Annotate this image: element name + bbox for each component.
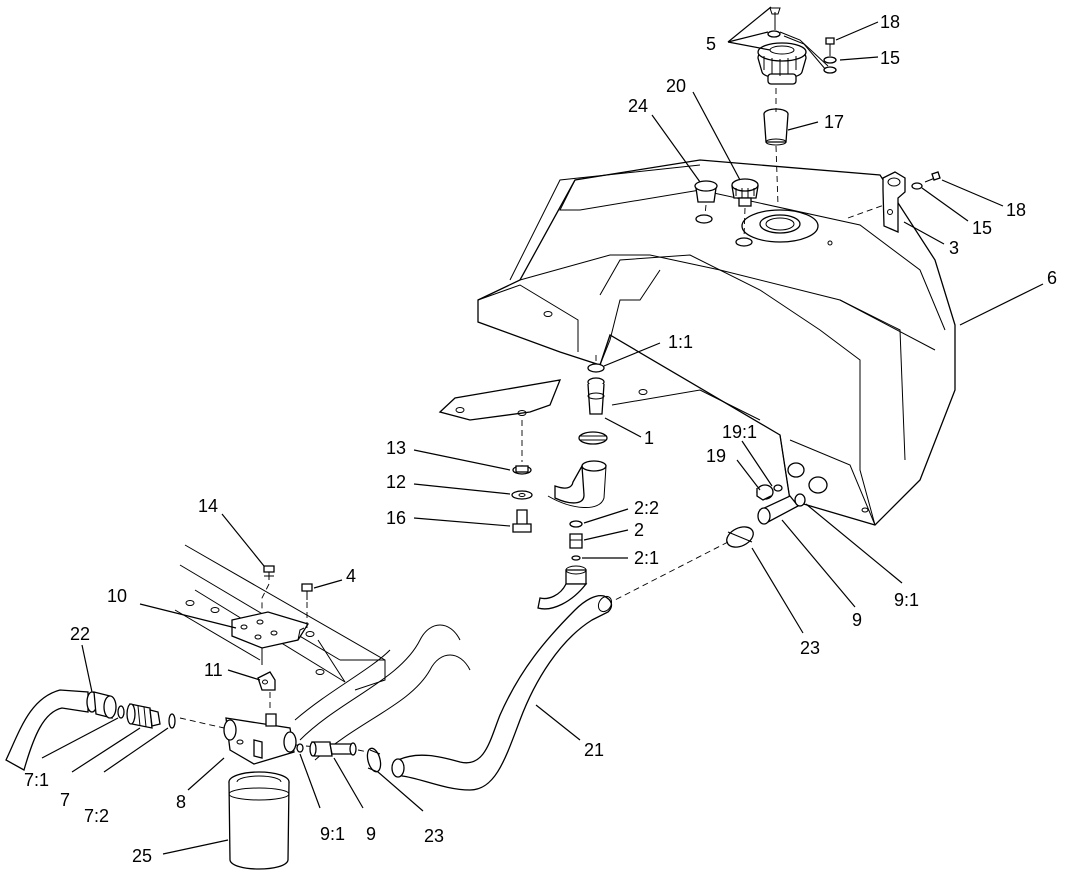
- callout-2: 2: [634, 520, 644, 540]
- callout-3: 3: [949, 238, 959, 258]
- callout-12: 12: [386, 472, 406, 492]
- callout-19: 19: [706, 446, 726, 466]
- callout-11: 11: [204, 660, 223, 680]
- callout-16: 16: [386, 508, 406, 528]
- callout-9-1-right: 9:1: [894, 590, 919, 610]
- vent-cap: [731, 178, 759, 207]
- callout-14: 14: [198, 496, 218, 516]
- fuel-cap: [757, 42, 807, 85]
- tank-mounting-plate: [438, 379, 761, 421]
- hose-clamp-upper: [578, 431, 608, 445]
- hose-barb-fitting-9-lower: [309, 741, 357, 757]
- tank-plug-19: [756, 484, 783, 501]
- callout-22: 22: [70, 624, 90, 644]
- hose-barb-fitting-9: [757, 493, 806, 525]
- callout-25: 25: [132, 846, 152, 866]
- callout-5: 5: [706, 34, 716, 54]
- callout-15-right: 15: [972, 218, 992, 238]
- tank-mount-hardware: [511, 420, 533, 533]
- hose-22: [5, 689, 117, 771]
- fuel-filter: [228, 771, 290, 870]
- callout-8: 8: [176, 792, 186, 812]
- callout-9-1-lower: 9:1: [320, 824, 345, 844]
- callout-23-lower: 23: [424, 826, 444, 846]
- callout-6: 6: [1047, 268, 1057, 288]
- strainer-tube: [763, 108, 789, 146]
- fuel-hose: [391, 594, 613, 791]
- callout-9-right: 9: [852, 610, 862, 630]
- callout-24: 24: [628, 96, 648, 116]
- filter-bracket-11: [257, 671, 276, 712]
- cap-tether: [767, 7, 829, 71]
- callout-2-2: 2:2: [634, 498, 659, 518]
- callout-17: 17: [824, 112, 844, 132]
- callout-21: 21: [584, 740, 604, 760]
- leader-lines: [41, 6, 1044, 855]
- fuel-elbow-hose: [547, 460, 607, 509]
- cap-tether-screw: [823, 37, 837, 74]
- callout-1-1: 1:1: [668, 332, 693, 352]
- callout-labels: 5 18 15 24 20 17 18 15 3 6 1:1 1 13 12 1…: [24, 12, 1057, 866]
- bolt-4: [301, 583, 313, 630]
- callout-20: 20: [666, 76, 686, 96]
- callout-19-1: 19:1: [722, 422, 757, 442]
- callout-18-right: 18: [1006, 200, 1026, 220]
- callout-1: 1: [644, 428, 654, 448]
- callout-18-top: 18: [880, 12, 900, 32]
- oring-9-1-lower: [296, 743, 304, 753]
- callout-4: 4: [346, 566, 356, 586]
- callout-7: 7: [60, 790, 70, 810]
- hose-clamp-23-upper: [726, 526, 754, 548]
- callout-2-1: 2:1: [634, 548, 659, 568]
- callout-10: 10: [107, 586, 127, 606]
- callout-13: 13: [386, 438, 406, 458]
- hose-bracket: [847, 171, 941, 233]
- callout-23-right: 23: [800, 638, 820, 658]
- adapter-fitting-7: [126, 703, 161, 729]
- frame-rail: [174, 544, 471, 761]
- callout-15-top: 15: [880, 48, 900, 68]
- vent-plug: [694, 180, 718, 203]
- callout-9-lower: 9: [366, 824, 376, 844]
- oring-7-1: [117, 705, 125, 719]
- fuel-outlet-fitting: [587, 355, 605, 415]
- hose-clamp-23-lower: [366, 747, 382, 773]
- fuel-tank: [477, 159, 956, 526]
- filter-head: [223, 713, 297, 765]
- filter-mount-bracket: [231, 611, 315, 665]
- callout-7-1: 7:1: [24, 770, 49, 790]
- oring-7-2: [168, 713, 176, 729]
- bolt-14: [261, 565, 275, 610]
- callout-7-2: 7:2: [84, 806, 109, 826]
- hose-fitting-2: [537, 520, 588, 610]
